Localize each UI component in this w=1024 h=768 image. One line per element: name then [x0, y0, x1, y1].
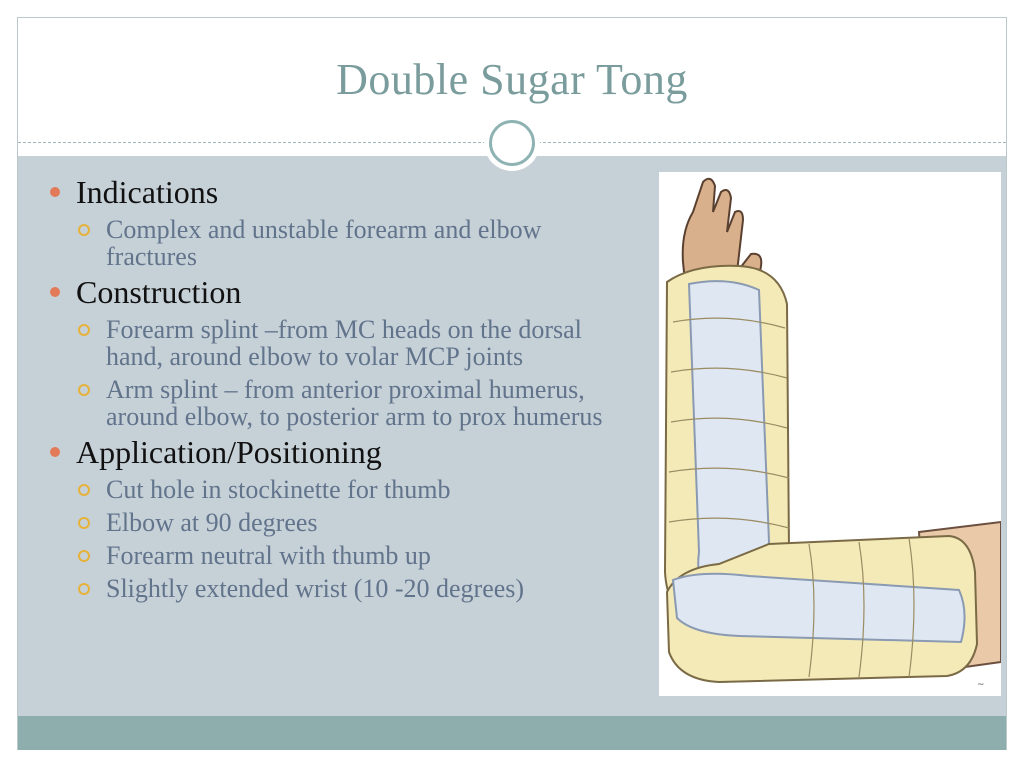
arm-splint-drawing: ~: [663, 177, 1002, 690]
bullet-heading: Indications: [76, 174, 219, 210]
bullet-ring-icon: [78, 224, 90, 236]
sub-bullet-text: Forearm splint –from MC heads on the dor…: [106, 315, 582, 371]
sub-bullet: Forearm neutral with thumb up: [48, 542, 638, 569]
sub-bullet-text: Arm splint – from anterior proximal hume…: [106, 375, 603, 431]
sub-bullet-text: Forearm neutral with thumb up: [106, 541, 431, 570]
bullet-heading: Construction: [76, 274, 242, 310]
bullet-ring-icon: [78, 583, 90, 595]
bullet-heading: Application/Positioning: [76, 434, 382, 470]
bullet-construction: Construction: [48, 274, 638, 310]
sub-bullet-text: Elbow at 90 degrees: [106, 508, 318, 537]
bullet-ring-icon: [78, 384, 90, 396]
sub-bullet-text: Cut hole in stockinette for thumb: [106, 475, 451, 504]
sub-bullet-text: Slightly extended wrist (10 -20 degrees): [106, 574, 525, 603]
bullet-indications: Indications: [48, 174, 638, 210]
sub-bullet: Complex and unstable forearm and elbow f…: [48, 216, 638, 270]
bullet-ring-icon: [78, 484, 90, 496]
svg-text:~: ~: [977, 680, 985, 690]
bullet-dot-icon: [50, 447, 60, 457]
bullet-application: Application/Positioning: [48, 434, 638, 470]
sub-bullet: Elbow at 90 degrees: [48, 509, 638, 536]
circle-ornament-inner: [489, 120, 535, 166]
sub-bullet: Slightly extended wrist (10 -20 degrees): [48, 575, 638, 602]
bullet-ring-icon: [78, 550, 90, 562]
bullet-list: Indications Complex and unstable forearm…: [48, 170, 638, 602]
sub-bullet: Forearm splint –from MC heads on the dor…: [48, 316, 638, 370]
slide-title: Double Sugar Tong: [336, 55, 688, 104]
bullet-dot-icon: [50, 187, 60, 197]
bullet-ring-icon: [78, 517, 90, 529]
splint-illustration: ~: [659, 172, 1002, 696]
bullet-dot-icon: [50, 287, 60, 297]
sub-bullet: Arm splint – from anterior proximal hume…: [48, 376, 638, 430]
footer-bar: [18, 716, 1006, 750]
sub-bullet: Cut hole in stockinette for thumb: [48, 476, 638, 503]
sub-bullet-text: Complex and unstable forearm and elbow f…: [106, 215, 542, 271]
bullet-ring-icon: [78, 324, 90, 336]
